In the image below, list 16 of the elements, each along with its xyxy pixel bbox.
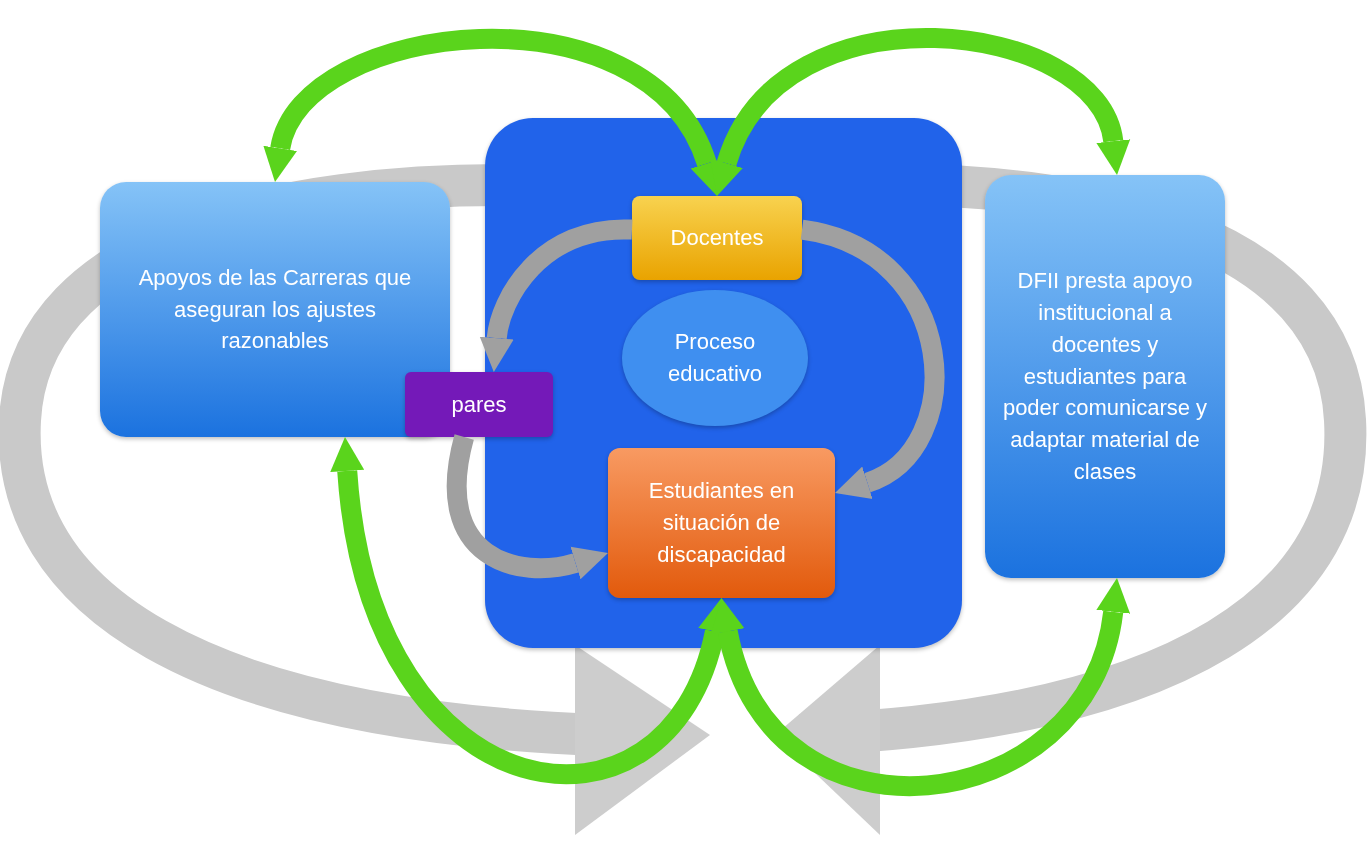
- node-label: pares: [450, 390, 508, 419]
- peers-box: [405, 372, 553, 437]
- node-label: Proceso educativo: [666, 328, 764, 388]
- curved-arrow: [446, 434, 609, 580]
- support-panel: [100, 182, 450, 437]
- node-label: Estudiantes en situación de discapacidad: [647, 477, 796, 569]
- curved-arrow: [799, 219, 945, 498]
- curved-arrow: [711, 28, 1130, 195]
- node-label: Apoyos de las Carreras que aseguran los ajustes razonables: [137, 263, 413, 356]
- node-label: DFII presta apoyo institucional a docentes y estudiantes para poder comunicarse y adaptar material de clases: [1001, 266, 1209, 487]
- teachers-box: [632, 196, 802, 280]
- curved-arrow: [479, 219, 633, 372]
- curved-arrow: [711, 578, 1130, 796]
- students-box: [608, 448, 835, 598]
- node-label: Docentes: [669, 224, 765, 253]
- support-panel: [985, 175, 1225, 578]
